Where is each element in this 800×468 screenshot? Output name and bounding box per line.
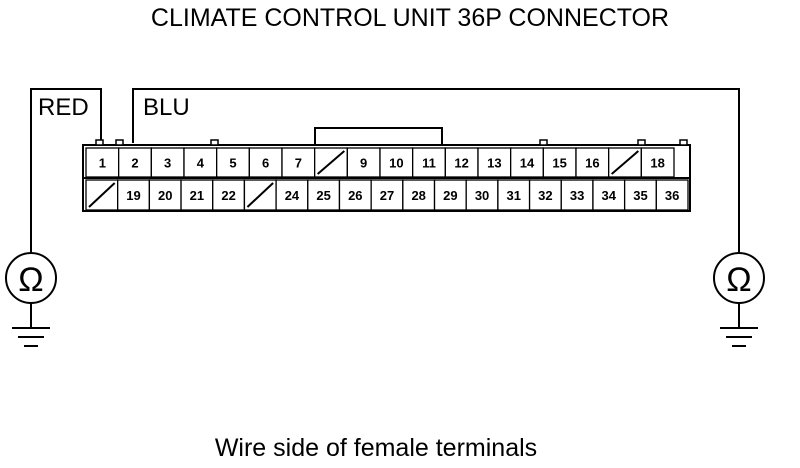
ohmmeter-left: Ω bbox=[5, 252, 57, 347]
pin-label: 20 bbox=[158, 188, 172, 203]
connector-key-bump bbox=[539, 139, 548, 146]
pin-label: 24 bbox=[285, 188, 300, 203]
pin-label: 19 bbox=[126, 188, 140, 203]
connector-pin-9 bbox=[346, 147, 381, 178]
diagram-title: CLIMATE CONTROL UNIT 36P CONNECTOR bbox=[151, 4, 669, 32]
ohm-symbol: Ω bbox=[18, 261, 43, 299]
pin-label: 4 bbox=[197, 156, 205, 171]
pin-label: 33 bbox=[570, 188, 584, 203]
pin-label: 30 bbox=[475, 188, 489, 203]
pin-label: 9 bbox=[360, 156, 367, 171]
pin-label: 27 bbox=[380, 188, 394, 203]
connector-pin-3 bbox=[150, 147, 185, 178]
red-wire bbox=[30, 88, 102, 253]
pin-label: 31 bbox=[507, 188, 521, 203]
connector-pin-22 bbox=[212, 179, 246, 211]
pin-label: 32 bbox=[538, 188, 552, 203]
connector-key-bump bbox=[679, 139, 688, 146]
pin-label: 5 bbox=[229, 156, 236, 171]
connector-bottom-row: 19 20 21 22 24 25 26 27 28 29 30 31 32 33 34 35 36 bbox=[85, 179, 689, 211]
connector-pin-24 bbox=[275, 179, 309, 211]
pin-label: 36 bbox=[665, 188, 679, 203]
blu-wire bbox=[132, 88, 740, 253]
wire-label-red: RED bbox=[38, 94, 89, 121]
unused-pin-slash bbox=[317, 150, 345, 175]
connector-pin-32 bbox=[528, 179, 562, 211]
wire-label-blu: BLU bbox=[143, 94, 190, 121]
connector-pin-11 bbox=[412, 147, 446, 178]
connector-pin-2 bbox=[118, 147, 152, 178]
connector-pin-7 bbox=[281, 147, 316, 178]
pin-label: 29 bbox=[443, 188, 457, 203]
ground-icon bbox=[12, 327, 50, 347]
pin-label: 13 bbox=[487, 156, 501, 171]
connector-pin-27 bbox=[370, 179, 404, 211]
pin-label: 10 bbox=[389, 156, 403, 171]
pin-label: 11 bbox=[422, 156, 436, 171]
ohm-symbol: Ω bbox=[726, 261, 751, 299]
ohmmeter-right: Ω bbox=[713, 252, 765, 347]
connector-pin-33 bbox=[560, 179, 594, 211]
pin-label: 2 bbox=[131, 156, 138, 171]
pin-label: 26 bbox=[348, 188, 362, 203]
unused-pin-slash bbox=[246, 182, 274, 208]
connector-pin-10 bbox=[379, 147, 414, 178]
connector-pin-5 bbox=[216, 147, 250, 178]
pin-label: 15 bbox=[552, 156, 566, 171]
connector-pin-18 bbox=[640, 147, 675, 178]
connector-pin-35 bbox=[623, 179, 657, 211]
pin-label: 14 bbox=[520, 156, 535, 171]
pin-label: 28 bbox=[411, 188, 425, 203]
connector-pin-31 bbox=[497, 179, 531, 211]
pin-label: 1 bbox=[99, 156, 106, 171]
pin-label: 25 bbox=[316, 188, 330, 203]
diagram-caption: Wire side of female terminals bbox=[215, 434, 537, 462]
connector-pin-30 bbox=[465, 179, 499, 211]
connector-key-bump bbox=[95, 139, 104, 146]
pin-label: 12 bbox=[454, 156, 468, 171]
pin-label: 3 bbox=[164, 156, 171, 171]
pin-label: 22 bbox=[221, 188, 235, 203]
connector-pin-12 bbox=[444, 147, 479, 178]
connector-pin-1 bbox=[85, 147, 120, 178]
connector-pin-36 bbox=[655, 179, 689, 211]
connector-lock-tab bbox=[314, 127, 443, 146]
pin-label: 18 bbox=[650, 156, 664, 171]
pin-label: 34 bbox=[602, 188, 617, 203]
connector-pin-26 bbox=[338, 179, 372, 211]
connector-pin-4 bbox=[183, 147, 218, 178]
connector-key-bump bbox=[210, 139, 219, 146]
connector-key-bump bbox=[637, 139, 646, 146]
pin-label: 7 bbox=[295, 156, 302, 171]
pin-label: 21 bbox=[190, 188, 204, 203]
connector-pin-21 bbox=[180, 179, 214, 211]
pin-label: 6 bbox=[262, 156, 269, 171]
ground-icon bbox=[720, 327, 758, 347]
pin-label: 16 bbox=[585, 156, 599, 171]
unused-pin-slash bbox=[611, 150, 639, 175]
connector-key-bump bbox=[115, 139, 124, 146]
connector-pin-28 bbox=[402, 179, 436, 211]
unused-pin-slash bbox=[88, 182, 116, 208]
pin-label: 35 bbox=[633, 188, 647, 203]
